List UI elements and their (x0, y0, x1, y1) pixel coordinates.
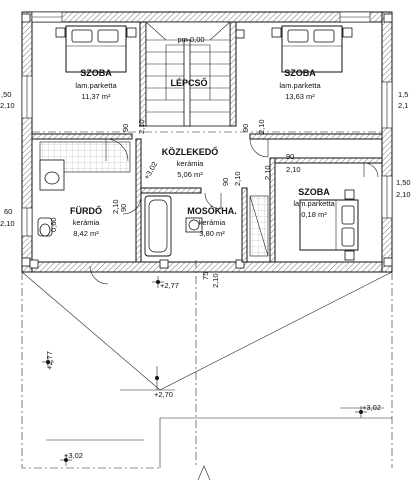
hall-floor: kerámia (177, 159, 205, 168)
level-302-bottom: +3,02 (64, 451, 83, 460)
dim-right-upper-a: 1,5 (398, 90, 408, 99)
interior-walls (31, 21, 383, 263)
dim-left-lower-a: 60 (4, 207, 12, 216)
dim-door-210-mid: 2,10 (257, 119, 266, 134)
bath-name: FÜRDŐ (70, 205, 102, 216)
stair-name: LÉPCSŐ (170, 77, 207, 88)
room-ne-area: 13,63 m² (285, 92, 315, 101)
room-ne-name: SZOBA (284, 68, 316, 78)
stair-level: pm 0,00 (177, 35, 204, 44)
bath-floor: kerámia (73, 218, 101, 227)
room-label-bath: FÜRDŐ kerámia 8,42 m² (70, 205, 102, 238)
dim-door-210-right: 2,10 (286, 165, 301, 174)
level-277-side: +2,77 (45, 351, 54, 370)
dim-lower-75: 75 (201, 272, 210, 280)
room-se-floor: lam.parketta (293, 199, 335, 208)
hall-name: KÖZLEKEDŐ (162, 146, 219, 157)
staircase (145, 21, 231, 127)
room-label-laundry: MOSÓKHA. kerámia 3,80 m² (187, 205, 237, 238)
dim-hall-corner: +3,02 (142, 160, 159, 181)
door-swings (89, 138, 379, 285)
level-277-top: +2,77 (160, 281, 179, 290)
dim-laundry-door-90: 90 (221, 178, 230, 186)
outer-walls (21, 11, 393, 273)
bed-se (299, 189, 359, 261)
hall-area: 5,06 m² (177, 170, 203, 179)
laundry-floor: kerámia (199, 218, 227, 227)
dimension-labels: ,50 2,10 60 2,10 1,5 2,1 1,50 2,10 90 2,… (0, 90, 411, 288)
laundry-name: MOSÓKHA. (187, 205, 237, 216)
dim-bath-door-90: 90 (119, 204, 128, 212)
room-se-name: SZOBA (298, 187, 330, 197)
room-nw-area: 11,37 m² (81, 92, 111, 101)
dim-right-upper-b: 2,1 (398, 101, 408, 110)
dim-right-lower-a: 1,50 (396, 178, 411, 187)
level-302-right: +3,02 (362, 403, 381, 412)
bath-fixtures (37, 141, 269, 257)
room-nw-name: SZOBA (80, 68, 112, 78)
dim-right-lower-b: 2,10 (396, 190, 411, 199)
level-labels: +2,77 +2,77 +2,70 +3,02 +3,02 (45, 281, 381, 460)
room-label-nw: SZOBA lam.parketta 11,37 m² (75, 68, 117, 101)
dim-left-upper-b: 2,10 (0, 101, 15, 110)
room-ne-floor: lam.parketta (279, 81, 321, 90)
dim-door-90-right: 90 (286, 152, 294, 161)
room-nw-floor: lam.parketta (75, 81, 117, 90)
dim-door-210-rb: 2,10 (263, 165, 272, 180)
room-se-area: 0,18 m² (301, 210, 327, 219)
room-label-ne: SZOBA lam.parketta 13,63 m² (279, 68, 321, 101)
level-270: +2,70 (154, 390, 173, 399)
stair-label: pm 0,00 LÉPCSŐ (170, 35, 207, 88)
dim-bath-window: 0,60 (49, 217, 58, 232)
room-label-hall: KÖZLEKEDŐ kerámia 5,06 m² (162, 146, 219, 179)
dim-laundry-door-210: 2,10 (233, 171, 242, 186)
room-label-se: SZOBA lam.parketta 0,18 m² (293, 187, 335, 219)
dim-door-90-left: 90 (121, 124, 130, 132)
bath-area: 8,42 m² (73, 229, 99, 238)
dim-door-210-left: 2,10 (137, 119, 146, 134)
roof-outline (21, 131, 393, 480)
dim-left-upper-a: ,50 (1, 90, 11, 99)
bed-nw (55, 25, 137, 73)
dim-bath-door-210: 2,10 (111, 199, 120, 214)
dim-lower-210: 2,10 (211, 273, 220, 288)
dim-door-90-mid: 90 (241, 124, 250, 132)
bed-ne (271, 25, 353, 73)
laundry-area: 3,80 m² (199, 229, 225, 238)
dim-left-lower-b: 2,10 (0, 219, 15, 228)
